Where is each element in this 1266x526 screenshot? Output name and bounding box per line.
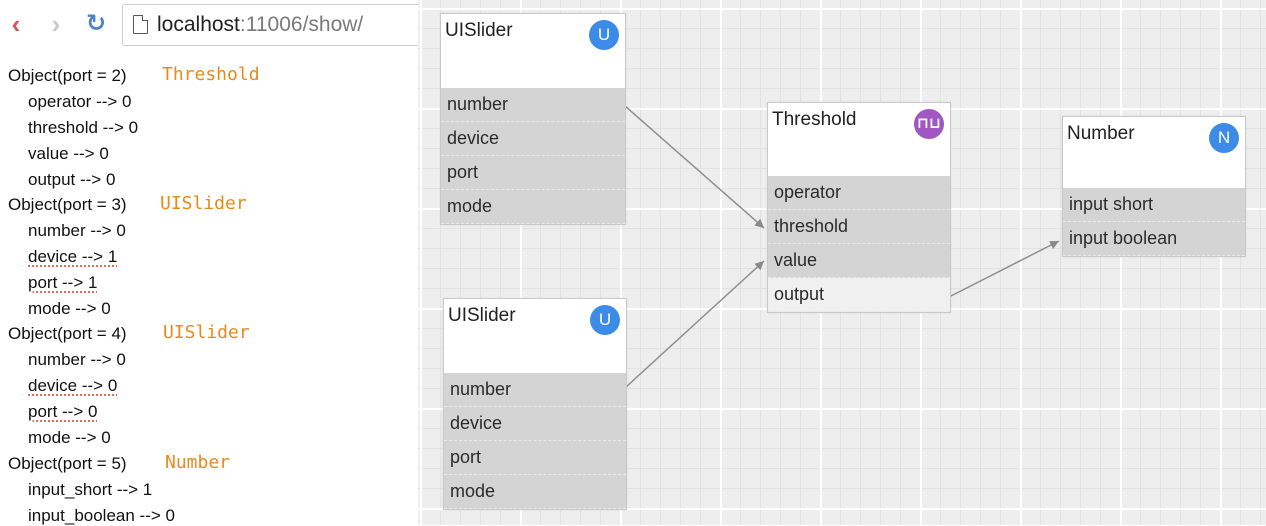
graph-canvas[interactable]: UISlider U number device port mode UISli…	[418, 0, 1266, 525]
node-number[interactable]: Number N input short input boolean	[1062, 116, 1246, 257]
port-number[interactable]: number	[444, 373, 626, 407]
port-device[interactable]: device	[441, 122, 625, 156]
node-type-n-icon: N	[1209, 123, 1239, 153]
port-label: device	[447, 128, 500, 148]
object-header: Object(port = 3)	[8, 195, 127, 214]
node-header[interactable]: UISlider U	[441, 14, 625, 88]
object-prop: mode --> 0	[28, 299, 111, 318]
node-header[interactable]: Threshold ⊓⊔	[768, 103, 950, 176]
object-prop: input_boolean --> 0	[28, 506, 175, 525]
reload-icon[interactable]: ↻	[85, 10, 107, 37]
port-threshold[interactable]: threshold	[768, 210, 950, 244]
port-label: output	[774, 284, 825, 304]
object-prop: port --> 0	[28, 402, 98, 421]
browser-window: ‹ › ↻ localhost:11006/show/ Object(port …	[0, 0, 424, 525]
object-tag: UISlider	[163, 322, 250, 343]
object-prop: number --> 0	[28, 350, 126, 369]
port-label: port	[450, 447, 482, 467]
url-host: localhost	[157, 13, 240, 36]
port-port[interactable]: port	[441, 156, 625, 190]
port-label: mode	[447, 196, 493, 216]
port-label: input boolean	[1069, 228, 1178, 248]
port-value[interactable]: value	[768, 244, 950, 278]
port-label: port	[447, 162, 479, 182]
object-tag: Threshold	[162, 64, 260, 85]
object-prop: number --> 0	[28, 221, 126, 240]
node-uislider-2[interactable]: UISlider U number device port mode	[443, 298, 627, 510]
forward-icon[interactable]: ›	[51, 9, 61, 39]
port-label: operator	[774, 182, 842, 202]
object-prop: mode --> 0	[28, 428, 111, 447]
port-operator[interactable]: operator	[768, 176, 950, 210]
node-title: UISlider	[448, 305, 516, 326]
node-title: UISlider	[445, 20, 513, 41]
port-label: mode	[450, 481, 496, 501]
node-header[interactable]: Number N	[1063, 117, 1245, 188]
object-prop: device --> 0	[28, 376, 118, 395]
object-prop: value --> 0	[28, 144, 109, 163]
port-label: input short	[1069, 194, 1154, 214]
object-header: Object(port = 2)	[8, 66, 127, 85]
address-bar[interactable]: localhost:11006/show/	[122, 4, 424, 46]
port-number[interactable]: number	[441, 88, 625, 122]
object-prop: port --> 1	[28, 273, 98, 292]
object-prop: input_short --> 1	[28, 480, 153, 499]
port-label: number	[447, 94, 509, 114]
wire-slider2-to-value[interactable]	[625, 260, 765, 388]
port-label: number	[450, 379, 512, 399]
object-tag: Number	[165, 452, 231, 473]
wire-slider1-to-threshold[interactable]	[624, 105, 765, 229]
object-prop: threshold --> 0	[28, 118, 139, 137]
port-mode[interactable]: mode	[441, 190, 625, 224]
port-device[interactable]: device	[444, 407, 626, 441]
port-mode[interactable]: mode	[444, 475, 626, 509]
url-text: localhost:11006/show/	[157, 13, 363, 37]
page-icon	[133, 15, 148, 34]
port-label: device	[450, 413, 503, 433]
port-input-short[interactable]: input short	[1063, 188, 1245, 222]
node-type-u-icon: U	[589, 20, 619, 50]
port-output[interactable]: output	[768, 278, 950, 312]
port-input-boolean[interactable]: input boolean	[1063, 222, 1245, 256]
object-prop: device --> 1	[28, 247, 118, 266]
threshold-icon: ⊓⊔	[914, 109, 944, 139]
back-icon[interactable]: ‹	[11, 9, 21, 39]
node-type-u-icon: U	[590, 305, 620, 335]
port-port[interactable]: port	[444, 441, 626, 475]
port-label: threshold	[774, 216, 849, 236]
node-uislider-1[interactable]: UISlider U number device port mode	[440, 13, 626, 225]
port-label: value	[774, 250, 818, 270]
node-threshold[interactable]: Threshold ⊓⊔ operator threshold value ou…	[767, 102, 951, 313]
node-title: Number	[1067, 123, 1135, 144]
node-title: Threshold	[772, 109, 857, 130]
object-tag: UISlider	[160, 193, 247, 214]
object-header: Object(port = 4)	[8, 324, 127, 343]
node-header[interactable]: UISlider U	[444, 299, 626, 373]
url-port-path: :11006/show/	[239, 13, 364, 36]
browser-toolbar: ‹ › ↻ localhost:11006/show/	[0, 0, 424, 50]
wire-output-to-number[interactable]	[950, 240, 1060, 297]
object-header: Object(port = 5)	[8, 454, 127, 473]
object-prop: output --> 0	[28, 170, 116, 189]
object-prop: operator --> 0	[28, 92, 132, 111]
